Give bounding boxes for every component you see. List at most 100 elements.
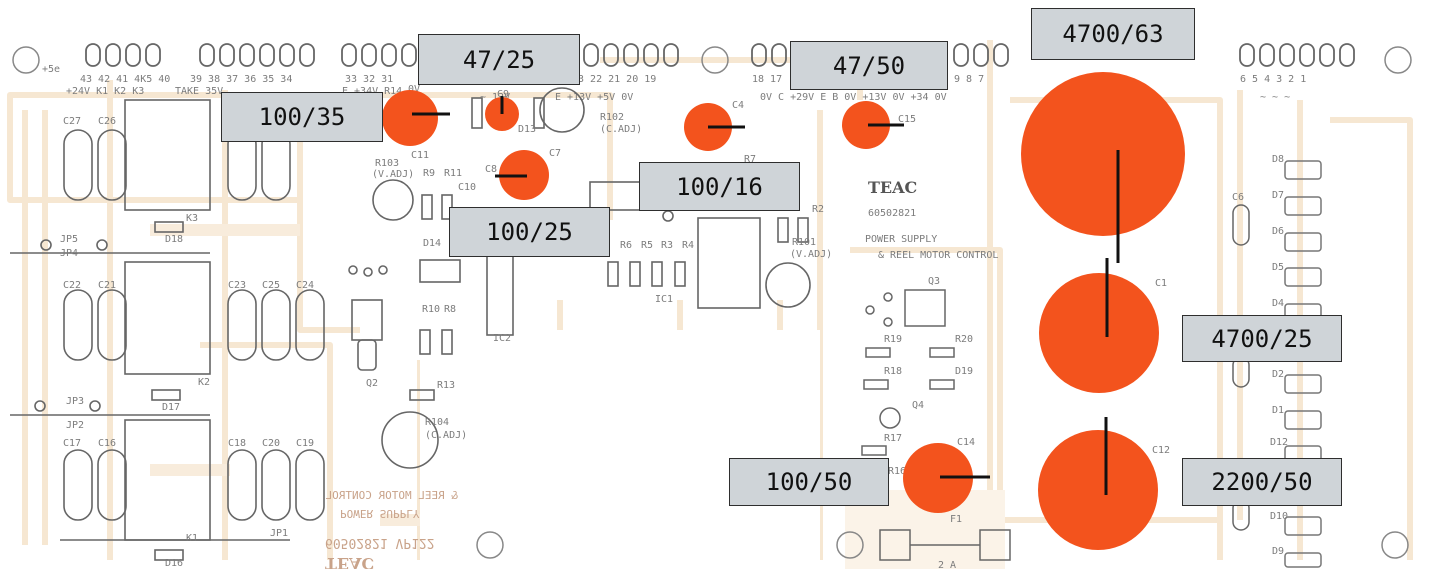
board-legend: TEAC 60502821 POWER SUPPLY & REEL MOTOR …: [865, 178, 998, 261]
svg-text:Q2: Q2: [366, 378, 378, 389]
svg-text:C22: C22: [63, 280, 81, 291]
callout-4700-25: 4700/25: [1182, 315, 1342, 362]
diode-labels: D8 D7 D6 D5 D4 D2 D1 D12 D10 D9: [1270, 154, 1288, 557]
svg-text:D18: D18: [165, 234, 183, 245]
svg-text:C8: C8: [485, 164, 497, 175]
svg-text:POWER SUPPLY: POWER SUPPLY: [340, 507, 420, 520]
svg-text:(V.ADJ): (V.ADJ): [790, 249, 832, 260]
callout-100-50: 100/50: [729, 458, 889, 506]
transistor-labels: Q3 Q4 R19 R20 R18 D19 R17 R16 C6 C5 C1 C…: [884, 16, 1244, 569]
mirrored-legend: & REEL MOTOR CONTROL POWER SUPPLY 605028…: [325, 489, 458, 569]
svg-text:D13: D13: [518, 124, 536, 135]
svg-text:+5e: +5e: [42, 64, 60, 75]
svg-text:C25: C25: [262, 280, 280, 291]
svg-text:D10: D10: [1270, 511, 1288, 522]
rail-labels-center: E +13V +5V 0V: [555, 92, 633, 103]
callout-100-35: 100/35: [221, 92, 383, 142]
pin-numbers-9: 9 8 7: [954, 74, 984, 85]
mounting-holes: [12, 46, 1412, 559]
svg-text:C6: C6: [1232, 192, 1244, 203]
left-block-labels: C27 C26 C22 C21 C17 C16 C23 C25 C24 C18 …: [60, 116, 314, 569]
connector-pins: [85, 43, 1355, 67]
svg-text:JP5: JP5: [60, 234, 78, 245]
capacitor-2200-50: [1038, 430, 1158, 550]
svg-text:60502821 VP122: 60502821 VP122: [325, 535, 435, 550]
svg-text:C4: C4: [732, 100, 744, 111]
svg-text:R4: R4: [682, 240, 694, 251]
svg-text:D8: D8: [1272, 154, 1284, 165]
svg-text:R10: R10: [422, 304, 440, 315]
svg-text:(V.ADJ): (V.ADJ): [372, 169, 414, 180]
svg-text:R102: R102: [600, 112, 624, 123]
rail-labels-mid: TAKE 35V: [175, 86, 223, 97]
pin-numbers-right: 6 5 4 3 2 1: [1240, 74, 1306, 85]
svg-text:JP1: JP1: [270, 528, 288, 539]
svg-text:Q3: Q3: [928, 276, 940, 287]
svg-text:R7: R7: [744, 154, 756, 165]
capacitor-47-50: [842, 101, 890, 149]
svg-text:(C.ADJ): (C.ADJ): [600, 124, 642, 135]
svg-text:D14: D14: [423, 238, 441, 249]
svg-text:C11: C11: [411, 150, 429, 161]
svg-text:IC2: IC2: [493, 333, 511, 344]
capacitor-4700-25: [1039, 273, 1159, 393]
svg-text:R5: R5: [641, 240, 653, 251]
svg-text:D1: D1: [1272, 405, 1284, 416]
svg-text:C24: C24: [296, 280, 314, 291]
svg-text:~ ~ ~: ~ ~ ~: [1260, 92, 1290, 103]
svg-text:R8: R8: [444, 304, 456, 315]
callout-100-25: 100/25: [449, 207, 610, 257]
svg-text:R3: R3: [661, 240, 673, 251]
part-number: 60502821: [868, 208, 916, 219]
svg-text:C10: C10: [458, 182, 476, 193]
svg-text:C19: C19: [296, 438, 314, 449]
svg-text:C18: C18: [228, 438, 246, 449]
svg-text:(C.ADJ): (C.ADJ): [425, 430, 467, 441]
svg-text:K1: K1: [186, 533, 198, 544]
pin-numbers-33: 33 32 31: [345, 74, 393, 85]
svg-text:R101: R101: [792, 237, 816, 248]
brand-text: TEAC: [868, 178, 917, 197]
svg-text:JP4: JP4: [60, 248, 78, 259]
svg-text:R20: R20: [955, 334, 973, 345]
svg-text:IC1: IC1: [655, 294, 673, 305]
svg-text:K3: K3: [186, 213, 198, 224]
svg-text:R13: R13: [437, 380, 455, 391]
svg-text:0V: 0V: [408, 84, 420, 95]
left-component-block: [10, 99, 325, 561]
svg-text:C9: C9: [497, 89, 509, 100]
leader-lines: [412, 96, 1120, 495]
svg-text:R16: R16: [888, 466, 906, 477]
svg-text:R18: R18: [884, 366, 902, 377]
rail-labels-18: 0V C +29V E B 0V +13V 0V +34 0V: [760, 92, 947, 103]
svg-text:R19: R19: [884, 334, 902, 345]
svg-text:Q4: Q4: [912, 400, 924, 411]
svg-text:C17: C17: [63, 438, 81, 449]
svg-text:2 A: 2 A: [938, 560, 956, 569]
svg-text:C15: C15: [898, 114, 916, 125]
capacitor-100-35: [382, 90, 438, 146]
svg-text:D9: D9: [1272, 546, 1284, 557]
svg-text:R6: R6: [620, 240, 632, 251]
transistor-area: [861, 204, 1250, 561]
pin-numbers-mid: 39 38 37 36 35 34: [190, 74, 292, 85]
svg-text:& REEL MOTOR CONTROL: & REEL MOTOR CONTROL: [325, 489, 458, 502]
svg-text:D7: D7: [1272, 190, 1284, 201]
svg-text:R2: R2: [812, 204, 824, 215]
svg-text:TEAC: TEAC: [325, 554, 374, 569]
pin-numbers-18: 18 17: [752, 74, 782, 85]
callout-2200-50: 2200/50: [1182, 458, 1342, 506]
callout-47-25: 47/25: [418, 34, 580, 85]
capacitor-100-50: [903, 443, 973, 513]
central-labels: R103 (V.ADJ) R102 (C.ADJ) R101 (V.ADJ) R…: [366, 89, 916, 441]
svg-text:C16: C16: [98, 438, 116, 449]
svg-text:C14: C14: [957, 437, 975, 448]
svg-text:D12: D12: [1270, 437, 1288, 448]
svg-text:R17: R17: [884, 433, 902, 444]
svg-text:R9: R9: [423, 168, 435, 179]
svg-text:R104: R104: [425, 417, 449, 428]
rail-labels-left: +24V K1 K2 K3: [66, 86, 144, 97]
svg-text:C26: C26: [98, 116, 116, 127]
svg-text:C7: C7: [549, 148, 561, 159]
pin-numbers-left: 43 42 41 4K5 40: [80, 74, 170, 85]
